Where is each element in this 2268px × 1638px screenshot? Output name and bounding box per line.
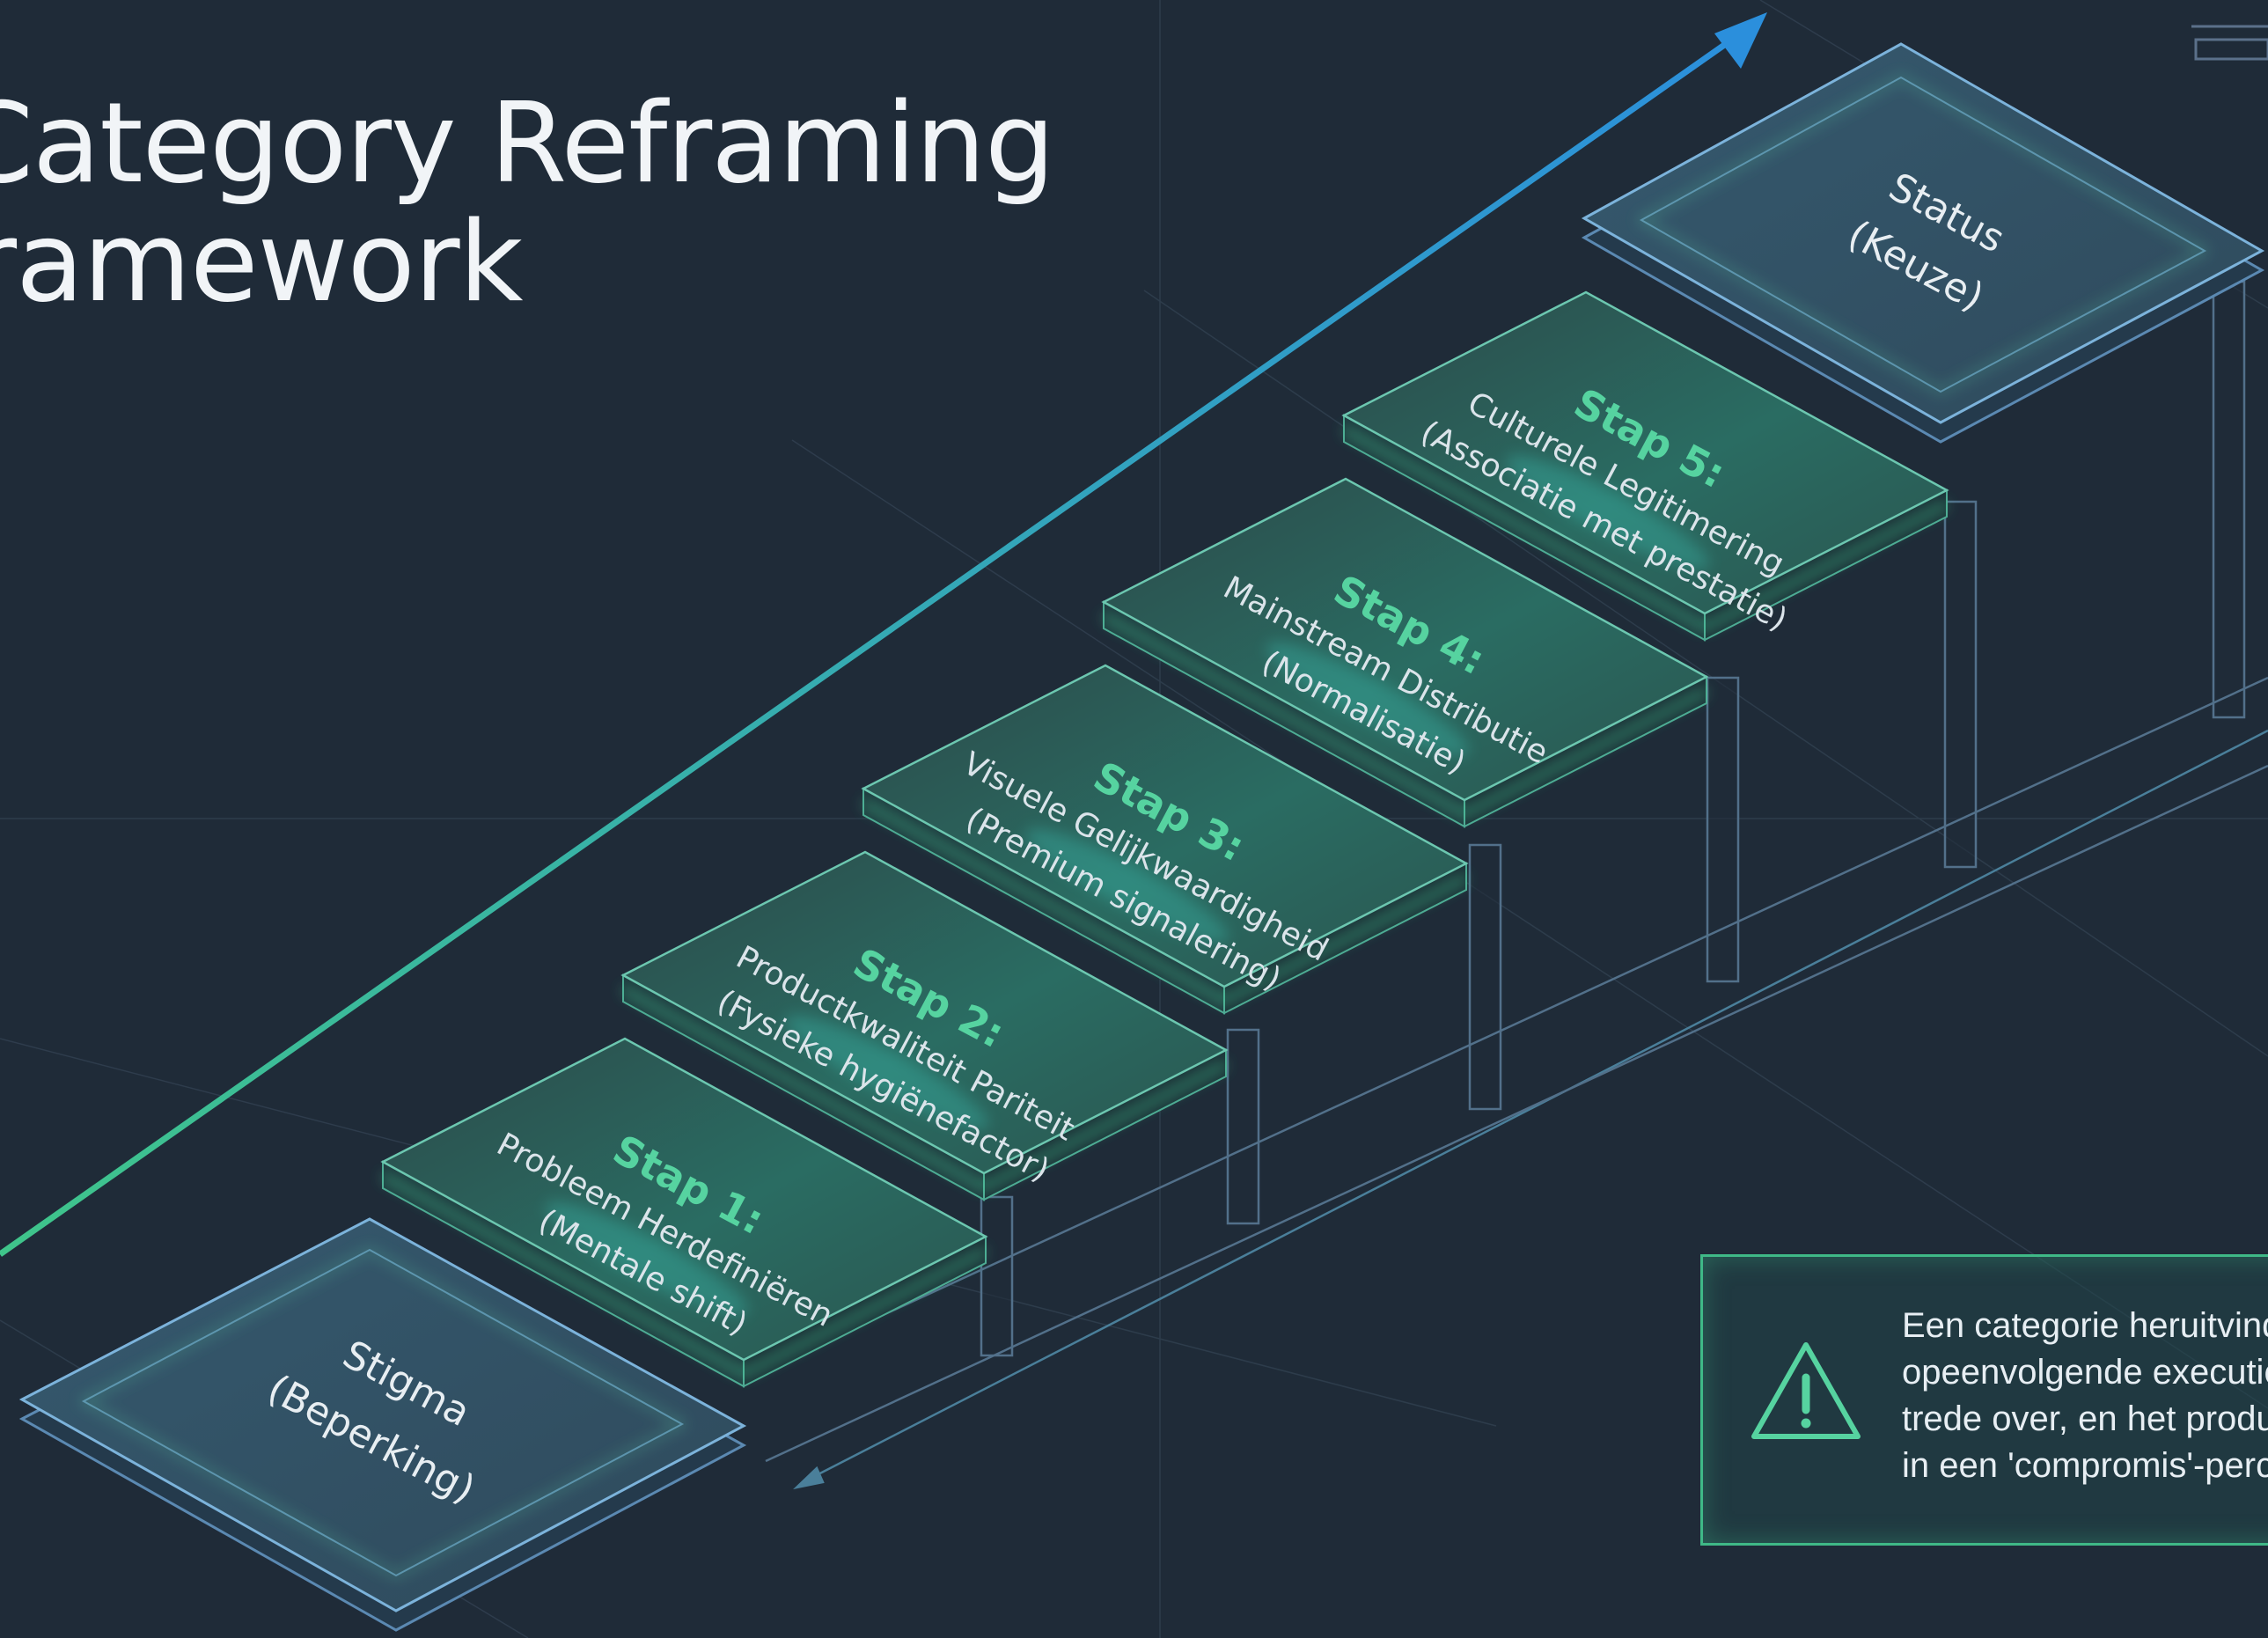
step-glow-edge <box>621 987 1228 1190</box>
step-glow-edge <box>381 1173 987 1377</box>
step-top-face <box>620 850 1229 1175</box>
corner-marks <box>2191 25 2268 61</box>
step-top-face <box>861 664 1469 988</box>
step-highlight <box>545 1201 749 1316</box>
step-top-face <box>1341 290 1949 615</box>
step-top-face <box>1101 477 1709 802</box>
warning-line-4: in een 'compromis'-perceptie. <box>1902 1446 2268 1485</box>
warning-line-1: Een categorie heruitvinding vereist <box>1902 1306 2268 1345</box>
warning-line-3: trede over, en het product belandt <box>1902 1399 2268 1438</box>
progress-arrow <box>0 12 1767 1257</box>
step-highlight <box>1506 455 1710 569</box>
warning-line-2: opeenvolgende executie. Sla geen <box>1902 1353 2268 1392</box>
step-glow-edge <box>1102 613 1708 817</box>
step-top-face <box>380 1037 988 1362</box>
warning-text: Een categorie heruitvinding vereist opee… <box>1902 1303 2268 1489</box>
arrow-head-icon <box>1714 12 1767 69</box>
title-line-1: Category Reframing <box>0 78 1055 208</box>
title-line-2: Framework <box>0 197 523 327</box>
warning-callout: Een categorie heruitvinding vereist opee… <box>1700 1254 2268 1546</box>
warning-triangle-icon <box>1751 1342 1861 1439</box>
step-3: Stap 3:Visuele Gelijkwaardigheid(Premium… <box>861 664 1469 1015</box>
step-glow-edge <box>1342 427 1949 630</box>
support-structure <box>756 280 2268 1463</box>
baseline-arrow <box>793 729 2268 1490</box>
start-pad: Stigma (Beperking) <box>18 1217 747 1632</box>
step-highlight <box>1266 642 1470 756</box>
step-highlight <box>1025 828 1229 943</box>
step-highlight <box>785 1015 989 1129</box>
end-pad: Status (Keuze) <box>1581 42 2265 444</box>
step-glow-edge <box>862 800 1468 1003</box>
